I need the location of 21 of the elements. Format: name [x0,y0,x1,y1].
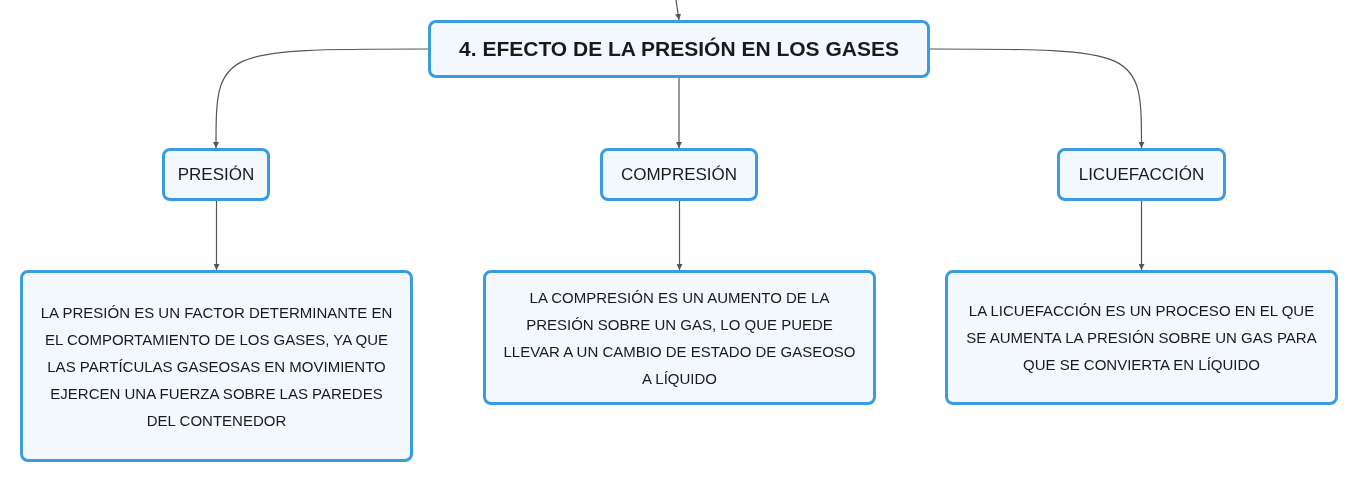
topic-label: PRESIÓN [177,163,255,186]
description-text: LA LICUEFACCIÓN ES UN PROCESO EN EL QUE SE AUMENTA LA PRESIÓN SOBRE UN GAS PARA QUE SE CONVIERTA EN LÍQUIDO [965,301,1318,375]
topic-label: LICUEFACCIÓN [1078,163,1205,186]
connector-arrow [213,48,429,149]
title-box [428,20,930,78]
topic-box [600,148,758,201]
connector-arrow [676,77,682,149]
description-text: LA PRESIÓN ES UN FACTOR DETERMINANTE EN EL COMPORTAMIENTO DE LOS GASES, YA QUE LAS PARTÍCULAS GASEOSAS EN MOVIMIENTO EJERCEN UNA FUERZA SOBRE LAS PAREDES DEL CONTENEDOR [39,302,394,431]
description-text: LA COMPRESIÓN ES UN AUMENTO DE LA PRESIÓN SOBRE UN GAS, LO QUE PUEDE LLEVAR A UN CAMBIO DE ESTADO DE GASEOSO A LÍQUIDO [502,287,857,389]
topic-box [162,148,270,201]
description-box [20,270,413,462]
description-box [483,270,876,405]
connector-arrow [213,200,220,271]
description-box [945,270,1338,405]
connector-arrow [676,200,683,271]
title-text: 4. EFECTO DE LA PRESIÓN EN LOS GASES [459,36,899,63]
topic-label: COMPRESIÓN [620,163,738,186]
connector-arrow [1138,200,1145,271]
connector-arrow [675,0,682,21]
topic-box [1057,148,1226,201]
connector-arrow [929,48,1145,149]
